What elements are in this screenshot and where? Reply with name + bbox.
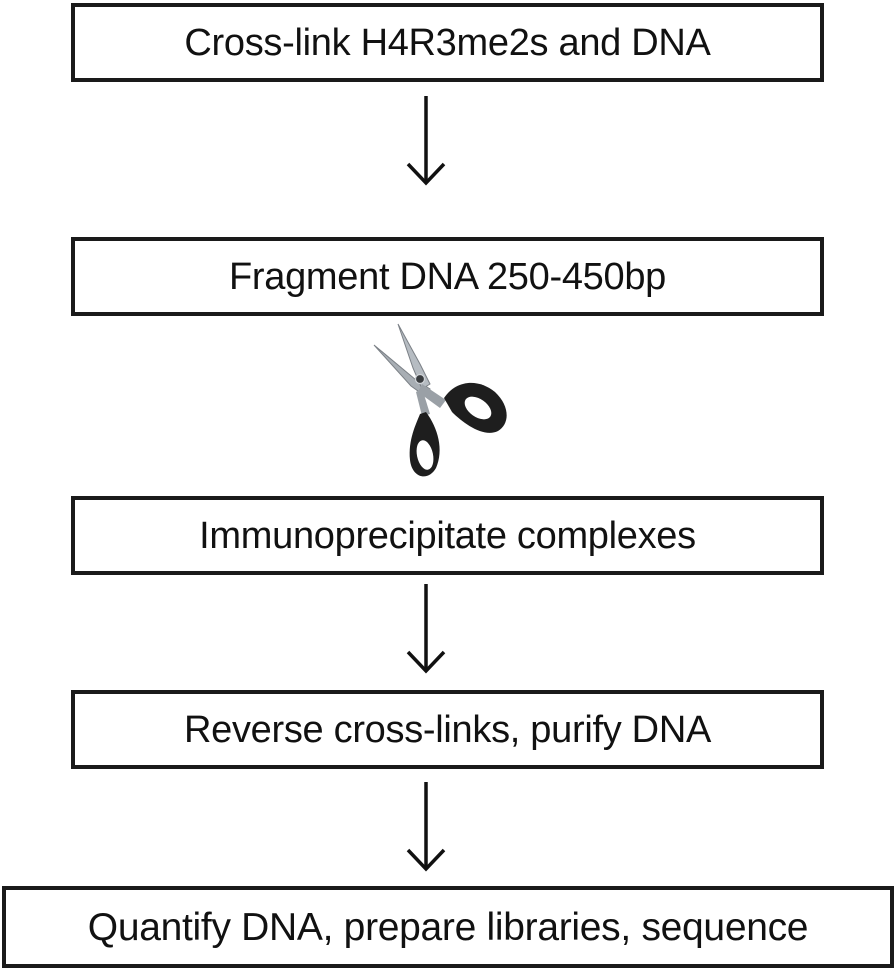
step-label-fragment: Fragment DNA 250-450bp: [229, 255, 666, 298]
step-label-reverse-crosslinks: Reverse cross-links, purify DNA: [183, 708, 712, 751]
scissors-icon: [373, 323, 507, 477]
step-box-reverse-crosslinks: Reverse cross-links, purify DNA: [71, 690, 824, 769]
down-arrow-icon: [406, 96, 446, 186]
step-label-immunoprecipitate: Immunoprecipitate complexes: [199, 514, 696, 557]
step-box-quantify-sequence: Quantify DNA, prepare libraries, sequenc…: [2, 886, 894, 968]
step-label-quantify-sequence: Quantify DNA, prepare libraries, sequenc…: [87, 905, 809, 949]
step-box-crosslink: Cross-link H4R3me2s and DNA: [71, 3, 824, 82]
down-arrow-icon: [406, 782, 446, 872]
step-label-crosslink: Cross-link H4R3me2s and DNA: [184, 21, 711, 64]
down-arrow-icon: [406, 584, 446, 674]
step-box-fragment: Fragment DNA 250-450bp: [71, 237, 824, 316]
step-box-immunoprecipitate: Immunoprecipitate complexes: [71, 496, 824, 575]
